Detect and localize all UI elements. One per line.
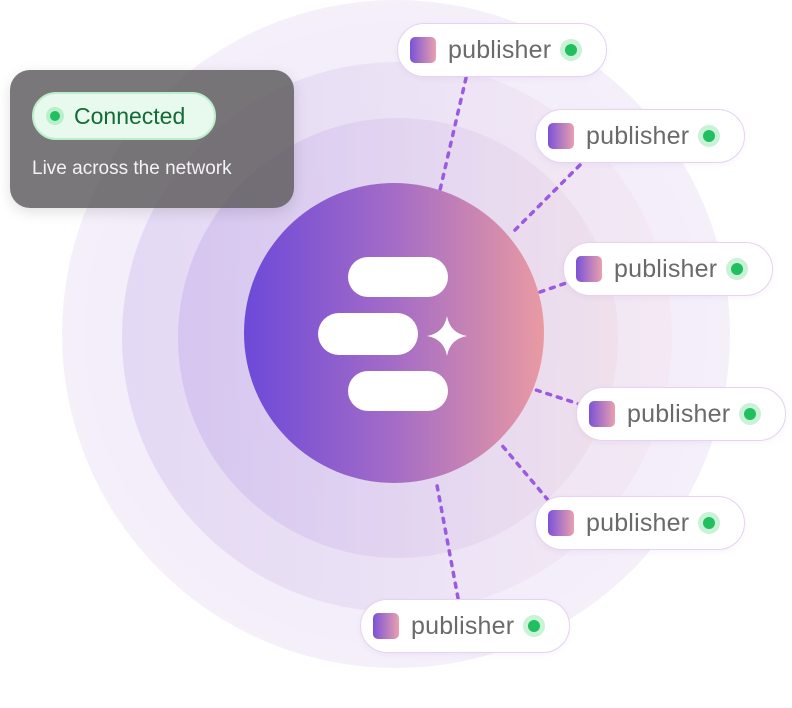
online-status-dot <box>46 107 64 125</box>
publisher-label: publisher <box>586 508 690 537</box>
online-status-dot <box>698 512 721 534</box>
publisher-node[interactable]: publisher <box>535 496 745 550</box>
publisher-label: publisher <box>614 254 718 283</box>
publisher-label: publisher <box>411 611 515 640</box>
status-label: Connected <box>74 102 186 129</box>
connector-line-6 <box>434 478 460 600</box>
publisher-icon <box>548 123 574 149</box>
online-status-dot <box>726 258 749 280</box>
publisher-node[interactable]: publisher <box>360 599 570 653</box>
publisher-icon <box>373 613 399 639</box>
online-status-dot <box>739 403 762 425</box>
connector-line-4 <box>534 388 584 407</box>
connector-line-2 <box>508 163 582 237</box>
publisher-icon <box>410 37 436 63</box>
publisher-label: publisher <box>586 121 690 150</box>
status-card: Connected Live across the network <box>10 70 294 208</box>
online-status-dot <box>698 125 721 147</box>
status-subtitle: Live across the network <box>32 158 232 179</box>
publisher-node[interactable]: publisher <box>563 242 773 296</box>
publisher-label: publisher <box>627 399 731 428</box>
publisher-icon <box>589 401 615 427</box>
publisher-icon <box>548 510 574 536</box>
online-status-dot <box>523 615 546 637</box>
publisher-node[interactable]: publisher <box>397 23 607 77</box>
publisher-node[interactable]: publisher <box>535 109 745 163</box>
publisher-label: publisher <box>448 35 552 64</box>
sparkle-chat-stack-logo-icon <box>318 257 467 411</box>
publisher-node[interactable]: publisher <box>576 387 786 441</box>
publisher-icon <box>576 256 602 282</box>
connector-line-1 <box>438 76 468 192</box>
connector-line-5 <box>498 441 550 502</box>
hub-circle <box>244 183 544 483</box>
online-status-dot <box>560 39 583 61</box>
connected-status-badge: Connected <box>32 92 216 140</box>
